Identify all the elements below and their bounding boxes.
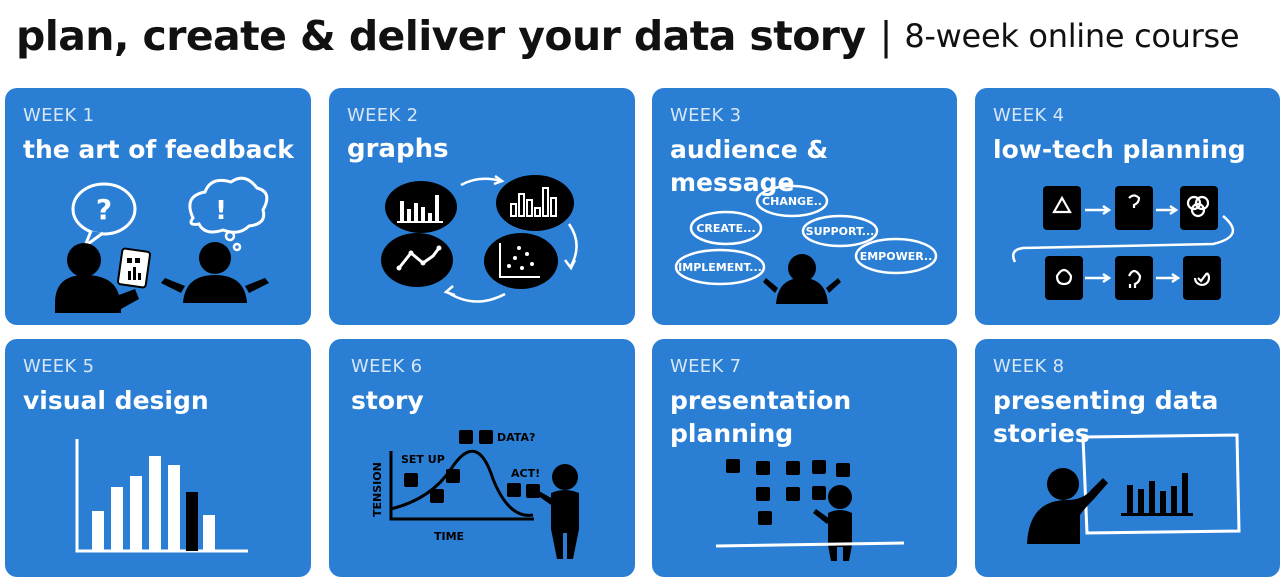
- tension-axis-label: TENSION: [371, 462, 384, 517]
- story-illustration: SET UP DATA? ACT! TIME TENSION: [371, 430, 579, 559]
- week-title: low-tech planning: [993, 135, 1246, 164]
- week-label: WEEK 1: [23, 105, 95, 126]
- course-subtitle: 8-week online course: [904, 17, 1240, 55]
- svg-text:?: ?: [96, 193, 112, 226]
- week-1-card[interactable]: ? ! WEEK 1 the art of feedback: [5, 88, 311, 325]
- week-8-card[interactable]: WEEK 8 presenting data stories: [975, 339, 1280, 577]
- week-label: WEEK 5: [23, 356, 95, 377]
- setup-label: SET UP: [401, 453, 445, 466]
- week-title: story: [351, 386, 424, 415]
- week-label: WEEK 7: [670, 356, 742, 377]
- week-label: WEEK 8: [993, 356, 1065, 377]
- week-title: audience & message: [670, 135, 829, 197]
- week-title: presentation planning: [670, 386, 852, 448]
- low-tech-planning-illustration: [1012, 186, 1235, 300]
- week-2-card[interactable]: WEEK 2 graphs: [329, 88, 635, 325]
- course-title: plan, create & deliver your data story: [16, 12, 866, 60]
- svg-text:!: !: [215, 196, 227, 226]
- title-separator: |: [879, 14, 893, 58]
- week-7-card[interactable]: WEEK 7 presentation planning: [652, 339, 957, 577]
- week-label: WEEK 4: [993, 105, 1065, 126]
- audience-illustration: CHANGE.. CREATE... SUPPORT... EMPOWER.. …: [674, 184, 938, 304]
- week-title: visual design: [23, 386, 209, 415]
- page-header: plan, create & deliver your data story |…: [16, 6, 1240, 66]
- data-label: DATA?: [497, 431, 535, 444]
- act-label: ACT!: [511, 467, 540, 480]
- bubble-empower: EMPOWER..: [860, 250, 933, 263]
- graphs-illustration: [381, 174, 578, 303]
- presentation-planning-illustration: [715, 459, 905, 561]
- week-4-card[interactable]: WEEK 4 low-tech planning: [975, 88, 1280, 325]
- bubble-implement: IMPLEMENT...: [678, 261, 762, 274]
- week-5-card[interactable]: WEEK 5 visual design: [5, 339, 311, 577]
- presenting-illustration: [1027, 433, 1241, 544]
- week-label: WEEK 6: [351, 356, 423, 377]
- bubble-change: CHANGE..: [762, 195, 822, 208]
- week-title: graphs: [347, 134, 449, 164]
- week-title: presenting data stories: [993, 386, 1219, 448]
- week-6-card[interactable]: SET UP DATA? ACT! TIME TENSION WEEK 6 st…: [329, 339, 635, 577]
- bubble-create: CREATE...: [696, 222, 755, 235]
- bubble-support: SUPPORT...: [806, 225, 875, 238]
- time-axis-label: TIME: [434, 530, 464, 543]
- week-3-card[interactable]: CHANGE.. CREATE... SUPPORT... EMPOWER.. …: [652, 88, 957, 325]
- feedback-illustration: ? !: [55, 176, 269, 313]
- week-label: WEEK 2: [347, 105, 419, 126]
- week-label: WEEK 3: [670, 105, 742, 126]
- week-title: the art of feedback: [23, 135, 294, 164]
- visual-design-illustration: [75, 439, 248, 553]
